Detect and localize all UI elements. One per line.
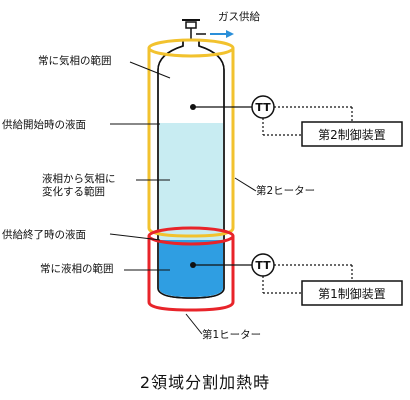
- sensor-lower-label: TT: [255, 259, 271, 272]
- liquid-to-gas-label-line1: 液相から気相に: [42, 172, 116, 185]
- gas-flow-arrow: [210, 30, 234, 38]
- controller1-label: 第1制御装置: [318, 286, 386, 301]
- heater1-jacket: [147, 226, 235, 312]
- cylinder-vessel: [157, 39, 225, 299]
- liquid-to-gas-label-line2: 変化する範囲: [42, 185, 105, 198]
- sensor-lower: TT: [190, 253, 353, 294]
- sensor-upper-label: TT: [255, 101, 271, 114]
- controller2-label: 第2制御装置: [318, 127, 386, 142]
- sensor-upper: TT: [190, 95, 353, 136]
- always-liquid-region: [159, 240, 223, 297]
- controller1-box: 第1制御装置: [301, 280, 403, 306]
- gas-supply-label: ガス供給: [218, 10, 260, 23]
- heater1-label: 第1ヒーター: [202, 328, 261, 341]
- supply-start-level-label: 供給開始時の液面: [2, 118, 86, 131]
- always-liquid-label: 常に液相の範囲: [40, 262, 114, 275]
- supply-end-level-label: 供給終了時の液面: [2, 228, 86, 241]
- variable-liquid-region: [159, 123, 223, 240]
- controller2-box: 第2制御装置: [301, 121, 403, 147]
- heater2-label: 第2ヒーター: [256, 184, 315, 197]
- diagram-caption: 2領域分割加熱時: [140, 373, 270, 392]
- always-gas-label: 常に気相の範囲: [38, 54, 112, 67]
- gas-outlet: [182, 19, 206, 44]
